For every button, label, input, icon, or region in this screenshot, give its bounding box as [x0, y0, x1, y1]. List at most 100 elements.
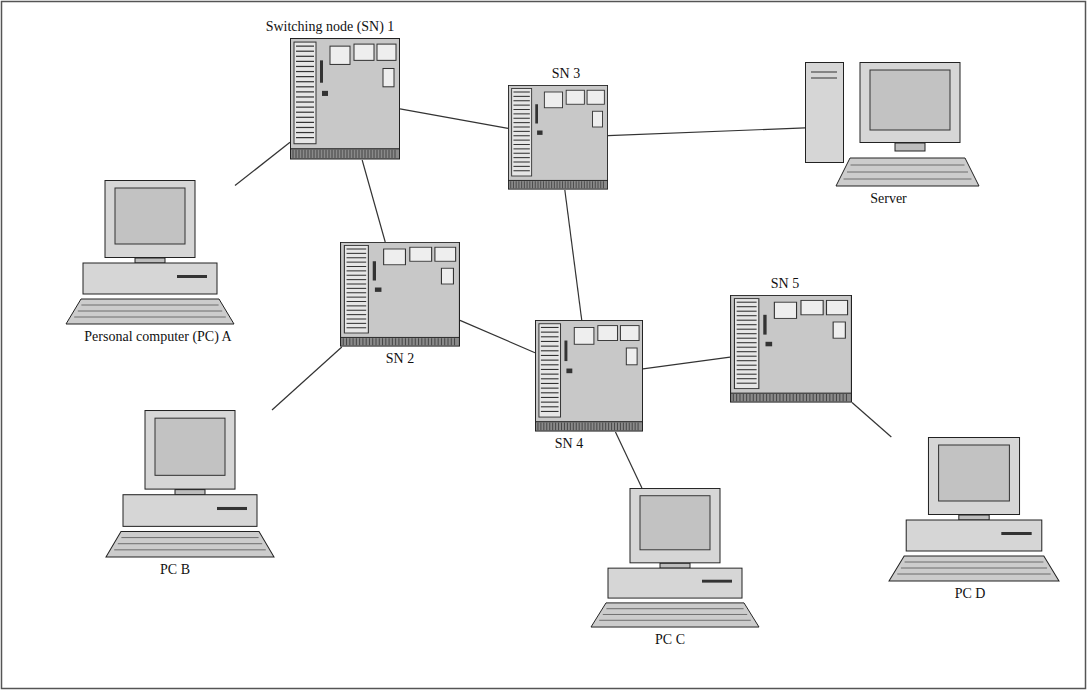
vent	[329, 150, 330, 158]
card-slot	[541, 350, 559, 351]
card-slot	[296, 122, 314, 123]
card-slot	[347, 253, 367, 254]
vent	[516, 181, 517, 188]
vent	[769, 394, 770, 401]
card-slot	[347, 323, 367, 324]
network-link	[235, 142, 290, 185]
card-slot	[541, 383, 559, 384]
card-slot	[541, 327, 559, 328]
panel	[377, 44, 396, 60]
vent	[350, 150, 351, 158]
vent	[608, 423, 609, 430]
base-strip	[508, 180, 607, 189]
network-link	[272, 347, 342, 410]
vent	[371, 150, 372, 158]
node-cabinet	[535, 320, 642, 422]
card-slot	[513, 140, 529, 141]
screen	[115, 188, 185, 244]
node-cabinet	[291, 39, 400, 150]
panel	[566, 90, 584, 104]
drive-slot	[811, 72, 837, 73]
card-slot	[347, 275, 367, 276]
vent	[369, 338, 370, 345]
switching-node: SN 5	[730, 295, 852, 403]
vent	[833, 394, 834, 401]
vent	[538, 181, 539, 188]
screen	[155, 418, 225, 475]
monitor	[928, 438, 1019, 515]
vent	[753, 394, 754, 401]
vent	[392, 150, 393, 158]
vent	[592, 181, 593, 188]
vent	[823, 394, 824, 401]
switching-node: SN 3	[508, 85, 608, 190]
panel	[620, 326, 639, 341]
vent	[383, 150, 384, 158]
switching-node: Switching node (SN) 1	[290, 38, 400, 160]
drive-slot	[702, 580, 732, 583]
card-slot	[296, 66, 314, 67]
panel	[384, 249, 406, 265]
card-slot	[296, 132, 314, 133]
vent	[595, 181, 596, 188]
vent	[389, 150, 390, 158]
device-label: SN 2	[384, 351, 416, 367]
vent	[308, 150, 309, 158]
vent	[600, 181, 601, 188]
vent	[605, 423, 606, 430]
vent	[524, 181, 525, 188]
card-slot	[296, 71, 314, 72]
vent	[296, 150, 297, 158]
card-slot	[541, 374, 559, 375]
card-slot	[296, 86, 314, 87]
card-slot	[347, 301, 367, 302]
card-slot	[541, 355, 559, 356]
vent	[537, 423, 538, 430]
device-label: PC C	[653, 632, 687, 648]
vent	[736, 394, 737, 401]
vent	[826, 394, 827, 401]
key-row	[114, 549, 266, 550]
vent	[573, 423, 574, 430]
card-slot	[737, 365, 757, 366]
vent	[543, 423, 544, 430]
stand	[895, 143, 925, 151]
indicator	[765, 342, 772, 347]
vent	[746, 394, 747, 401]
base-strip	[535, 422, 642, 431]
card-slot	[296, 96, 314, 97]
vent	[581, 181, 582, 188]
vent	[565, 181, 566, 188]
vent	[412, 338, 413, 345]
card-slot	[513, 118, 529, 119]
drive-slot	[1001, 532, 1031, 535]
key-row	[74, 317, 226, 318]
card-slot	[513, 144, 529, 145]
vent	[366, 338, 367, 345]
card-slot	[541, 411, 559, 412]
card-slot	[737, 320, 757, 321]
vent	[629, 423, 630, 430]
network-link	[615, 432, 641, 488]
vent	[314, 150, 315, 158]
vent	[603, 181, 604, 188]
base-strip	[291, 149, 400, 159]
card-slot	[513, 135, 529, 136]
vent	[568, 181, 569, 188]
card-slot	[347, 266, 367, 267]
vent	[546, 423, 547, 430]
vent	[843, 394, 844, 401]
system-unit	[83, 263, 217, 294]
vent	[386, 150, 387, 158]
screen	[640, 496, 710, 550]
vent	[521, 181, 522, 188]
screen	[939, 445, 1010, 501]
vent	[302, 150, 303, 158]
vent	[338, 150, 339, 158]
key-row	[606, 608, 743, 609]
panel	[826, 300, 847, 314]
vent	[635, 423, 636, 430]
vent	[353, 150, 354, 158]
indicator	[322, 91, 328, 96]
card-slot	[513, 109, 529, 110]
